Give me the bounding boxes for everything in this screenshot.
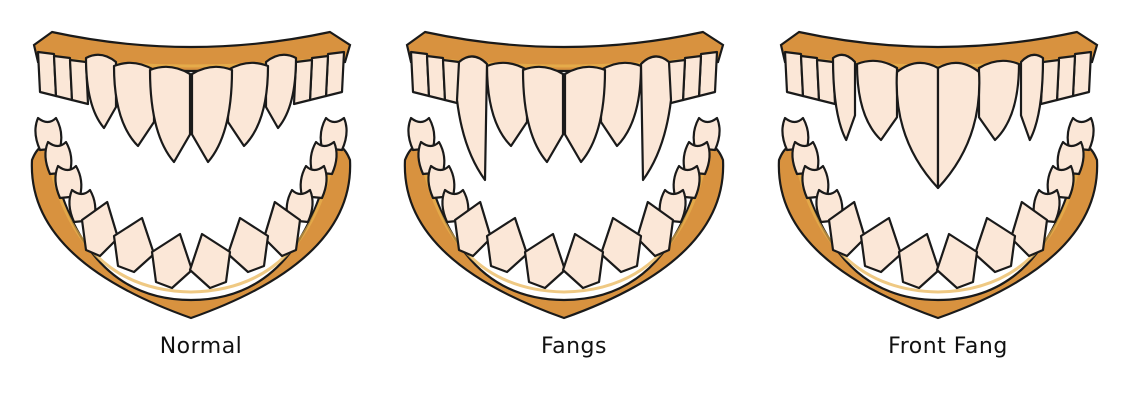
jaw-illustration-front-fang	[777, 30, 1099, 320]
caption-normal: Normal	[159, 334, 243, 359]
panel-fangs: Fangs	[383, 0, 765, 408]
jaw-illustration-normal	[30, 30, 352, 320]
caption-fangs: Fangs	[541, 334, 607, 359]
jaw-illustration-fangs	[403, 30, 725, 320]
panel-front-fang: Front Fang	[757, 0, 1139, 408]
panel-normal: Normal	[10, 0, 392, 408]
caption-front-fang: Front Fang	[888, 334, 1008, 359]
